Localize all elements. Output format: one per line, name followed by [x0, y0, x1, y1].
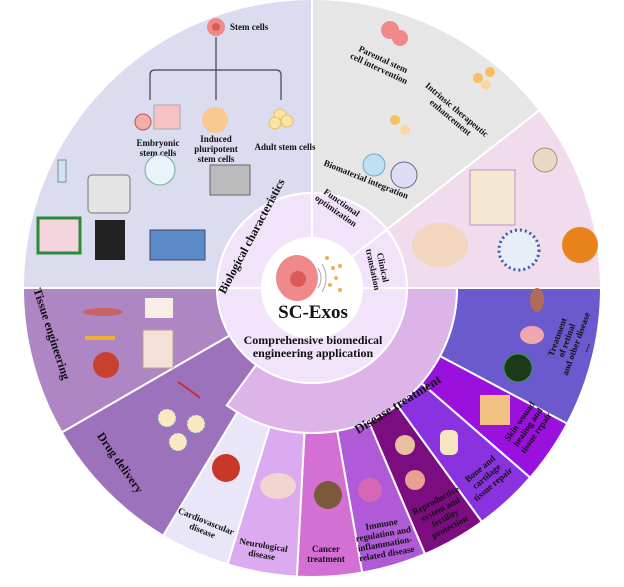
- virus-icon: [497, 228, 541, 272]
- stem-cell-tree: [134, 18, 294, 133]
- reproductive-organ-icon: [395, 435, 415, 455]
- bone-icon: [440, 430, 458, 455]
- exosome-release-icon: [276, 255, 342, 301]
- uterus-icon: [405, 470, 425, 490]
- lab-equipment-icons: [36, 154, 251, 261]
- exosome-view-icon: [144, 154, 176, 186]
- hydrogel-bubble-icon: [362, 153, 386, 177]
- electrophoresis-icon: [36, 216, 82, 255]
- flow-cytometer-icon: [95, 220, 125, 260]
- immune-cell-icon: [358, 478, 382, 502]
- skin-section-icon: [480, 395, 510, 425]
- spinal-cord-icon: [532, 147, 558, 173]
- center-title: SC-Exos: [278, 302, 348, 323]
- branch-arrows: [149, 37, 282, 100]
- exosome-cluster-icon: [473, 73, 483, 83]
- immune-label: Immuneregulation andinflammation-related…: [353, 514, 415, 563]
- cartilage-icon: [145, 298, 173, 318]
- wound-tissue-icon: [142, 329, 174, 369]
- centrifuge-icon: [87, 174, 131, 214]
- bone-implant-icon: [85, 336, 115, 340]
- nanoparticle-analyzer-icon: [149, 229, 206, 261]
- tube-icon: [57, 159, 67, 183]
- embryonic-cells-icon: [153, 104, 181, 130]
- clinical-illustrations: [412, 147, 598, 272]
- skin-tissue-icon: [469, 169, 516, 226]
- brain-icon: [260, 473, 296, 499]
- lung-icon: [520, 326, 544, 344]
- microscope-icon: [209, 164, 251, 196]
- drug-exosome-icon: [157, 408, 177, 428]
- rna-icon: [177, 381, 201, 399]
- liver-icon: [530, 288, 544, 312]
- stem-cells-label: Stem cells: [230, 22, 269, 32]
- adult-stem-cells-label: Adult stem cells: [255, 142, 316, 152]
- tumor-icon: [314, 481, 342, 509]
- eye-icon: [562, 227, 598, 263]
- retina-icon: [503, 353, 533, 383]
- heart-icon: [212, 454, 240, 482]
- ipsc-icon: [202, 107, 228, 133]
- heart-tissue-icon: [93, 352, 119, 378]
- scaffold-icon: [390, 161, 418, 189]
- digestive-system-icon: [412, 223, 468, 267]
- application-illustrations: [83, 288, 544, 509]
- embryo-icon: [134, 113, 152, 131]
- functional-illustrations: [362, 21, 495, 189]
- muscle-icon: [83, 308, 123, 316]
